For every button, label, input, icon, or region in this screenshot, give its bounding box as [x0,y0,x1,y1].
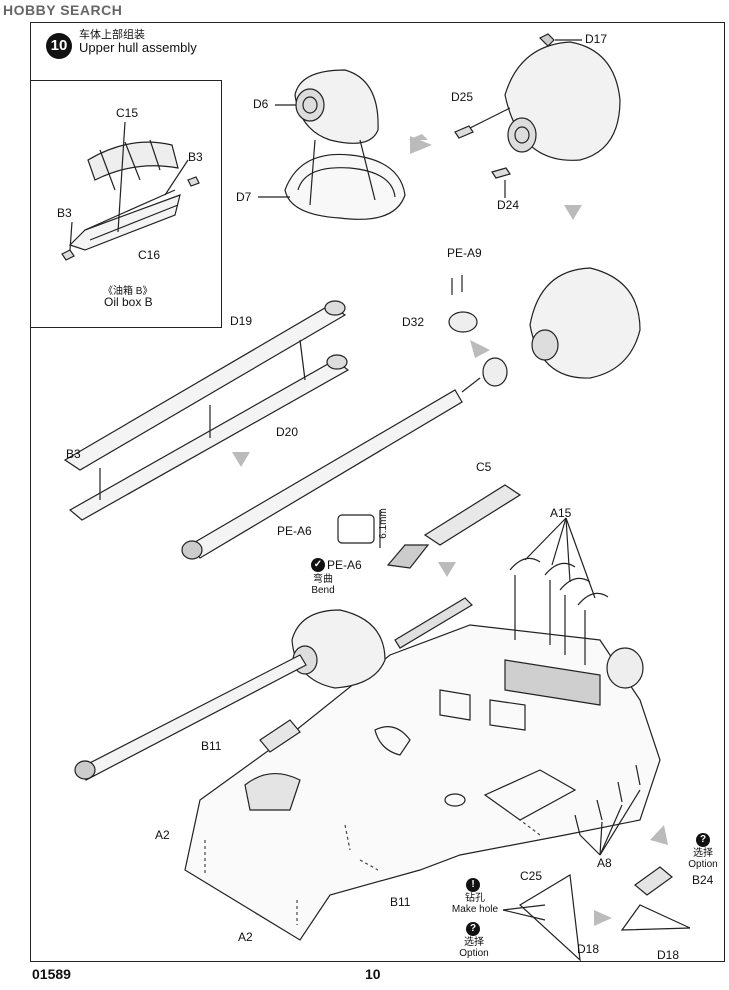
label-d19: D19 [230,314,253,328]
option-note-left-cn: 选择 [464,937,484,948]
option-note-right-en: Option [688,859,718,870]
label-c25: C25 [520,869,543,883]
step-title-en: Upper hull assembly [79,40,197,55]
label-pe-a6-lower: PE-A6 [327,558,362,572]
page-number: 10 [365,966,381,982]
make-hole-en: Make hole [451,904,499,915]
label-pe-a9: PE-A9 [447,246,482,260]
bend-note-en: Bend [311,585,335,596]
option-icon-left: ? [466,922,480,936]
step-number-badge: 10 [46,33,72,59]
label-a8: A8 [597,856,612,870]
watermark: HOBBY SEARCH [3,2,123,18]
label-d18-right: D18 [657,948,680,962]
make-hole-note: 钻孔 Make hole [445,893,505,915]
label-d20: D20 [276,425,299,439]
drill-icon: ! [466,878,480,892]
label-pe-a6-upper: PE-A6 [277,524,312,538]
label-c5: C5 [476,460,492,474]
product-code: 01589 [32,966,71,982]
barrel-halves-drawing [63,300,350,521]
mantlet-drawing [448,267,641,387]
option-note-right: 选择 Option [684,848,722,870]
oil-box-inset [31,80,222,328]
instruction-frame [30,22,725,962]
a8-pins-drawing [574,764,641,856]
option-note-right-cn: 选择 [693,848,713,859]
label-a2-bottom: A2 [238,930,253,944]
option-note-left-en: Option [459,948,489,959]
hull-drawing [184,624,661,941]
bend-note: 弯曲 Bend [305,574,341,596]
label-d7: D7 [236,190,252,204]
label-a2-left: A2 [155,828,170,842]
label-d18-left: D18 [577,942,600,956]
barrel-assembled-drawing [181,377,481,560]
label-a15: A15 [550,506,572,520]
step-title-cn: 车体上部组装 [79,29,145,41]
label-d25: D25 [451,90,474,104]
option-icon-right: ? [696,833,710,847]
label-d17: D17 [585,32,608,46]
turret-on-hull-drawing [74,597,473,781]
label-b3-left: B3 [57,206,72,220]
oil-box-drawing [61,121,200,261]
label-d32: D32 [402,315,425,329]
bend-note-cn: 弯曲 [313,574,333,585]
label-c15: C15 [116,106,139,120]
oil-box-caption-cn: 《油箱 B》 [103,286,153,297]
label-d6: D6 [253,97,269,111]
label-b24: B24 [692,873,714,887]
option-note-left: 选择 Option [456,937,492,959]
label-dimension: 6.1mm [377,508,389,539]
label-c16: C16 [138,248,161,262]
d18-plates-drawing [502,866,691,962]
label-b11-left: B11 [201,739,222,753]
make-hole-cn: 钻孔 [465,893,485,904]
label-b3-hull: B3 [66,447,81,461]
turret-assembled-drawing [454,33,621,198]
a15-brackets-drawing [509,517,609,665]
turret-shell-drawing [258,69,406,220]
label-d24: D24 [497,198,520,212]
c5-part-drawing [337,484,522,569]
bend-icon: ✓ [311,558,325,572]
label-b11-bottom: B11 [390,895,411,909]
oil-box-caption-en: Oil box B [104,295,153,309]
label-b3-right: B3 [188,150,203,164]
